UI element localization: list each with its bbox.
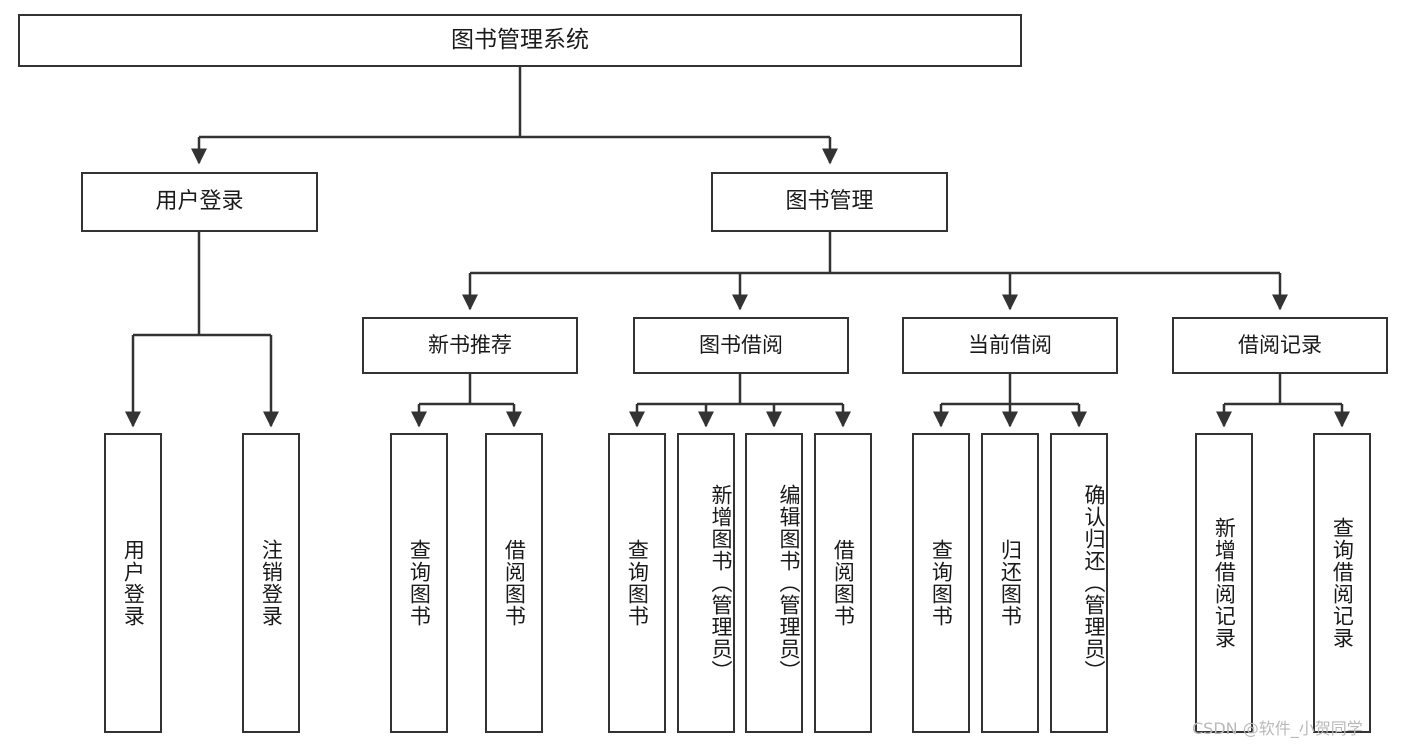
leaf-borrow-record-query[interactable]: 查询借阅记录 [1313, 433, 1371, 733]
leaf-new-book-borrow[interactable]: 借阅图书 [485, 433, 543, 733]
leaf-book-borrow-borrow[interactable]: 借阅图书 [814, 433, 872, 733]
node-current-borrow[interactable]: 当前借阅 [902, 317, 1118, 374]
leaf-user-login-signin[interactable]: 用户登录 [104, 433, 162, 733]
leaf-borrow-record-add[interactable]: 新增借阅记录 [1195, 433, 1253, 733]
node-borrow-record[interactable]: 借阅记录 [1172, 317, 1388, 374]
leaf-user-login-signout[interactable]: 注销登录 [242, 433, 300, 733]
csdn-watermark: CSDN @软件_小贺同学 [1192, 719, 1363, 738]
node-user-login[interactable]: 用户登录 [81, 172, 318, 232]
node-book-management[interactable]: 图书管理 [711, 172, 948, 232]
leaf-book-borrow-add[interactable]: 新增图书（管理员） [677, 433, 735, 733]
leaf-current-borrow-query[interactable]: 查询图书 [912, 433, 970, 733]
leaf-current-borrow-confirm-return[interactable]: 确认归还（管理员） [1050, 433, 1108, 733]
leaf-new-book-query[interactable]: 查询图书 [390, 433, 448, 733]
leaf-current-borrow-return[interactable]: 归还图书 [981, 433, 1039, 733]
leaf-book-borrow-query[interactable]: 查询图书 [608, 433, 666, 733]
node-book-borrow[interactable]: 图书借阅 [633, 317, 849, 374]
node-new-book-recommend[interactable]: 新书推荐 [362, 317, 578, 374]
node-root-system[interactable]: 图书管理系统 [18, 14, 1022, 67]
leaf-book-borrow-edit[interactable]: 编辑图书（管理员） [745, 433, 803, 733]
